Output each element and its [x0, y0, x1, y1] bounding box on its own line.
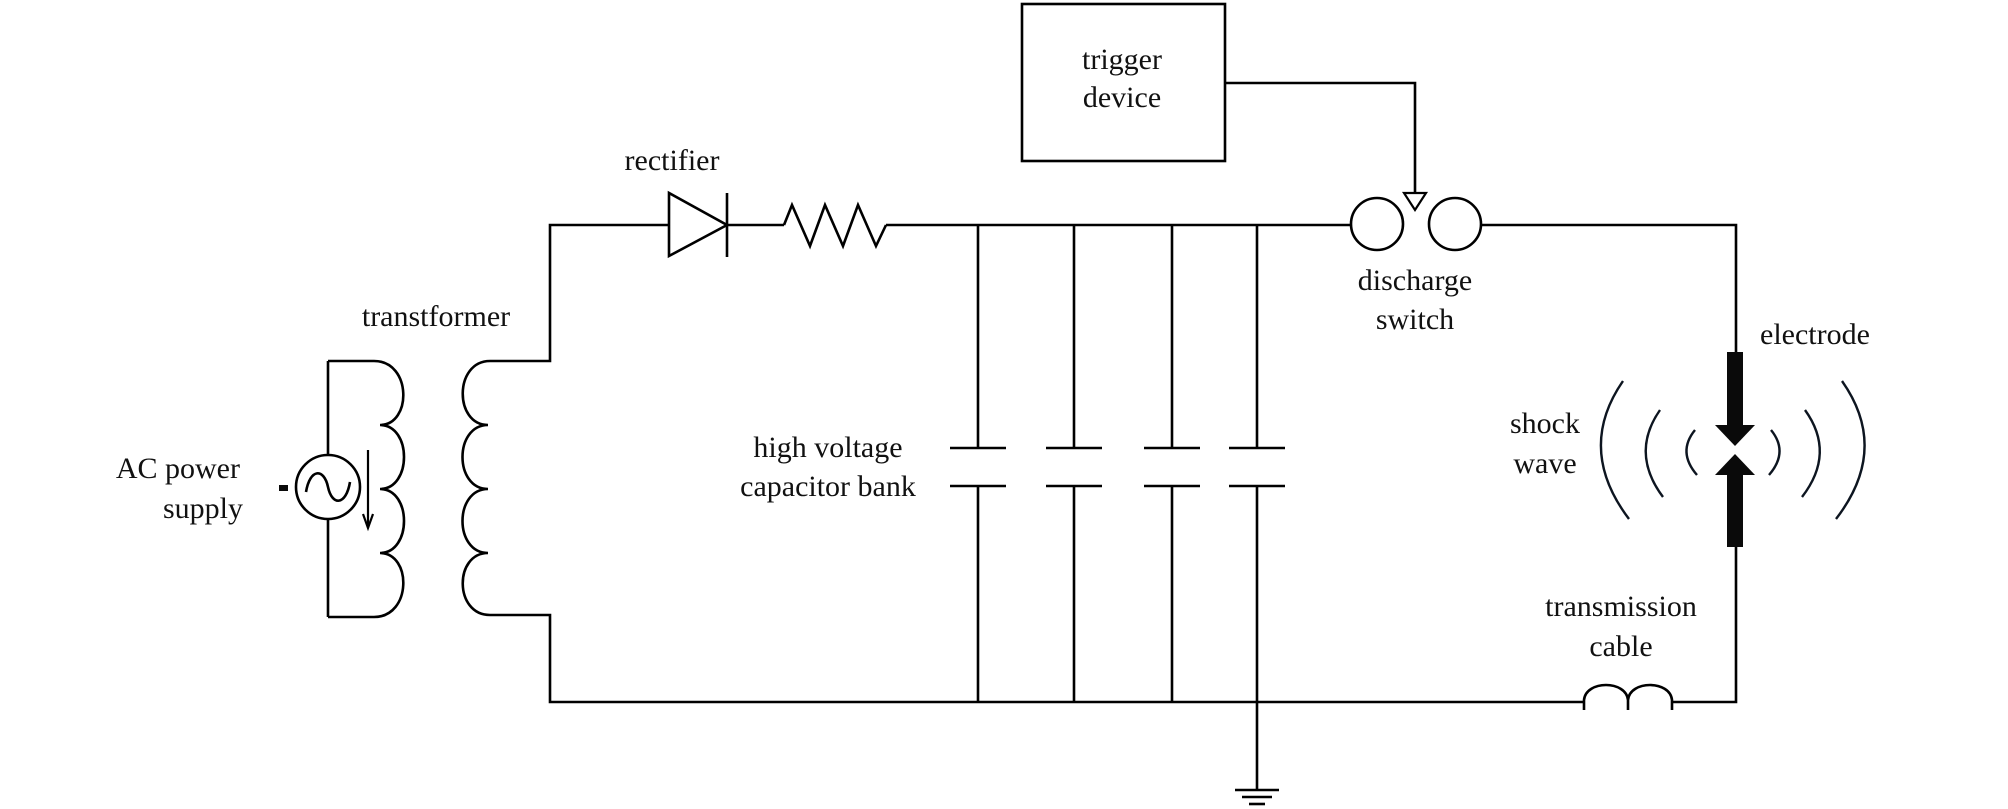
trigger-wire: [1225, 81, 1417, 193]
primary-coil: [373, 359, 406, 619]
shock-wave-arc-left-outer: [1599, 380, 1630, 520]
discharge-switch: discharge switch: [1349, 196, 1483, 336]
transmission-cable-label-line1: transmission: [1545, 590, 1697, 623]
electrode-upper-rod: [1727, 352, 1743, 428]
trigger-device: trigger device: [1020, 2, 1227, 163]
sine-wave-icon: [304, 472, 352, 502]
diode-triangle-icon: [667, 190, 730, 259]
main-wiring: [490, 223, 1738, 704]
electrode-lower-tip-icon: [1715, 454, 1755, 475]
transmission-cable-label-line2: cable: [1589, 630, 1652, 663]
shock-wave-arc-right-middle: [1801, 409, 1821, 498]
capacitor-2: [1046, 225, 1102, 702]
discharge-switch-label-line1: discharge: [1358, 264, 1472, 297]
trigger-device-label-line1: trigger: [1082, 43, 1162, 76]
trigger-device-label-line2: device: [1083, 81, 1161, 114]
switch-sphere-left: [1349, 196, 1405, 252]
secondary-coil: [461, 359, 491, 617]
electrode: electrode: [1715, 318, 1870, 547]
switch-sphere-right: [1427, 196, 1483, 252]
shock-wave: shock wave: [1510, 380, 1866, 520]
capacitor-3: [1144, 225, 1200, 702]
trigger-connection: [1225, 81, 1429, 213]
shock-wave-arc-left-middle: [1644, 409, 1664, 498]
trigger-arrow-icon: [1401, 191, 1429, 213]
wire-electrode-return: [1672, 547, 1738, 704]
ac-power-supply: AC power supply: [116, 361, 375, 617]
electrode-upper-tip-icon: [1715, 425, 1755, 446]
wire-secondary-to-rectifier: [490, 223, 669, 363]
ac-power-supply-label-line2: supply: [163, 492, 243, 525]
capacitor-bank-label-line2: capacitor bank: [740, 470, 916, 503]
shock-wave-label-line1: shock: [1510, 407, 1580, 440]
transmission-cable: transmission cable: [1545, 590, 1697, 710]
shock-wave-arc-left-inner: [1685, 429, 1698, 476]
discharge-switch-label-line2: switch: [1376, 303, 1454, 336]
capacitor-bank-label-line1: high voltage: [753, 431, 902, 464]
resistor-icon: [782, 201, 888, 250]
shock-wave-arc-right-inner: [1768, 429, 1781, 476]
source-marker-icon: [279, 485, 288, 491]
ground: [1235, 702, 1279, 806]
shock-wave-label-line2: wave: [1513, 447, 1576, 480]
current-arrow-icon: [361, 513, 375, 532]
shock-wave-arc-right-outer: [1835, 380, 1866, 520]
electrode-label: electrode: [1760, 318, 1870, 351]
rectifier-diode: rectifier: [625, 144, 730, 259]
ac-source-circle: [294, 453, 362, 521]
rectifier-label: rectifier: [625, 144, 720, 177]
capacitor-bank: high voltage capacitor bank: [740, 225, 1285, 702]
transformer: transtformer: [328, 300, 510, 619]
cable-inductor-icon: [1582, 683, 1674, 710]
transformer-label: transtformer: [362, 300, 510, 333]
electrode-lower-rod: [1727, 472, 1743, 547]
wire-bottom-return: [490, 613, 1583, 704]
wire-switch-to-electrode: [1481, 223, 1738, 352]
capacitor-1: [950, 225, 1006, 702]
capacitor-4: [1229, 225, 1285, 702]
ac-power-supply-label-line1: AC power: [116, 452, 240, 485]
